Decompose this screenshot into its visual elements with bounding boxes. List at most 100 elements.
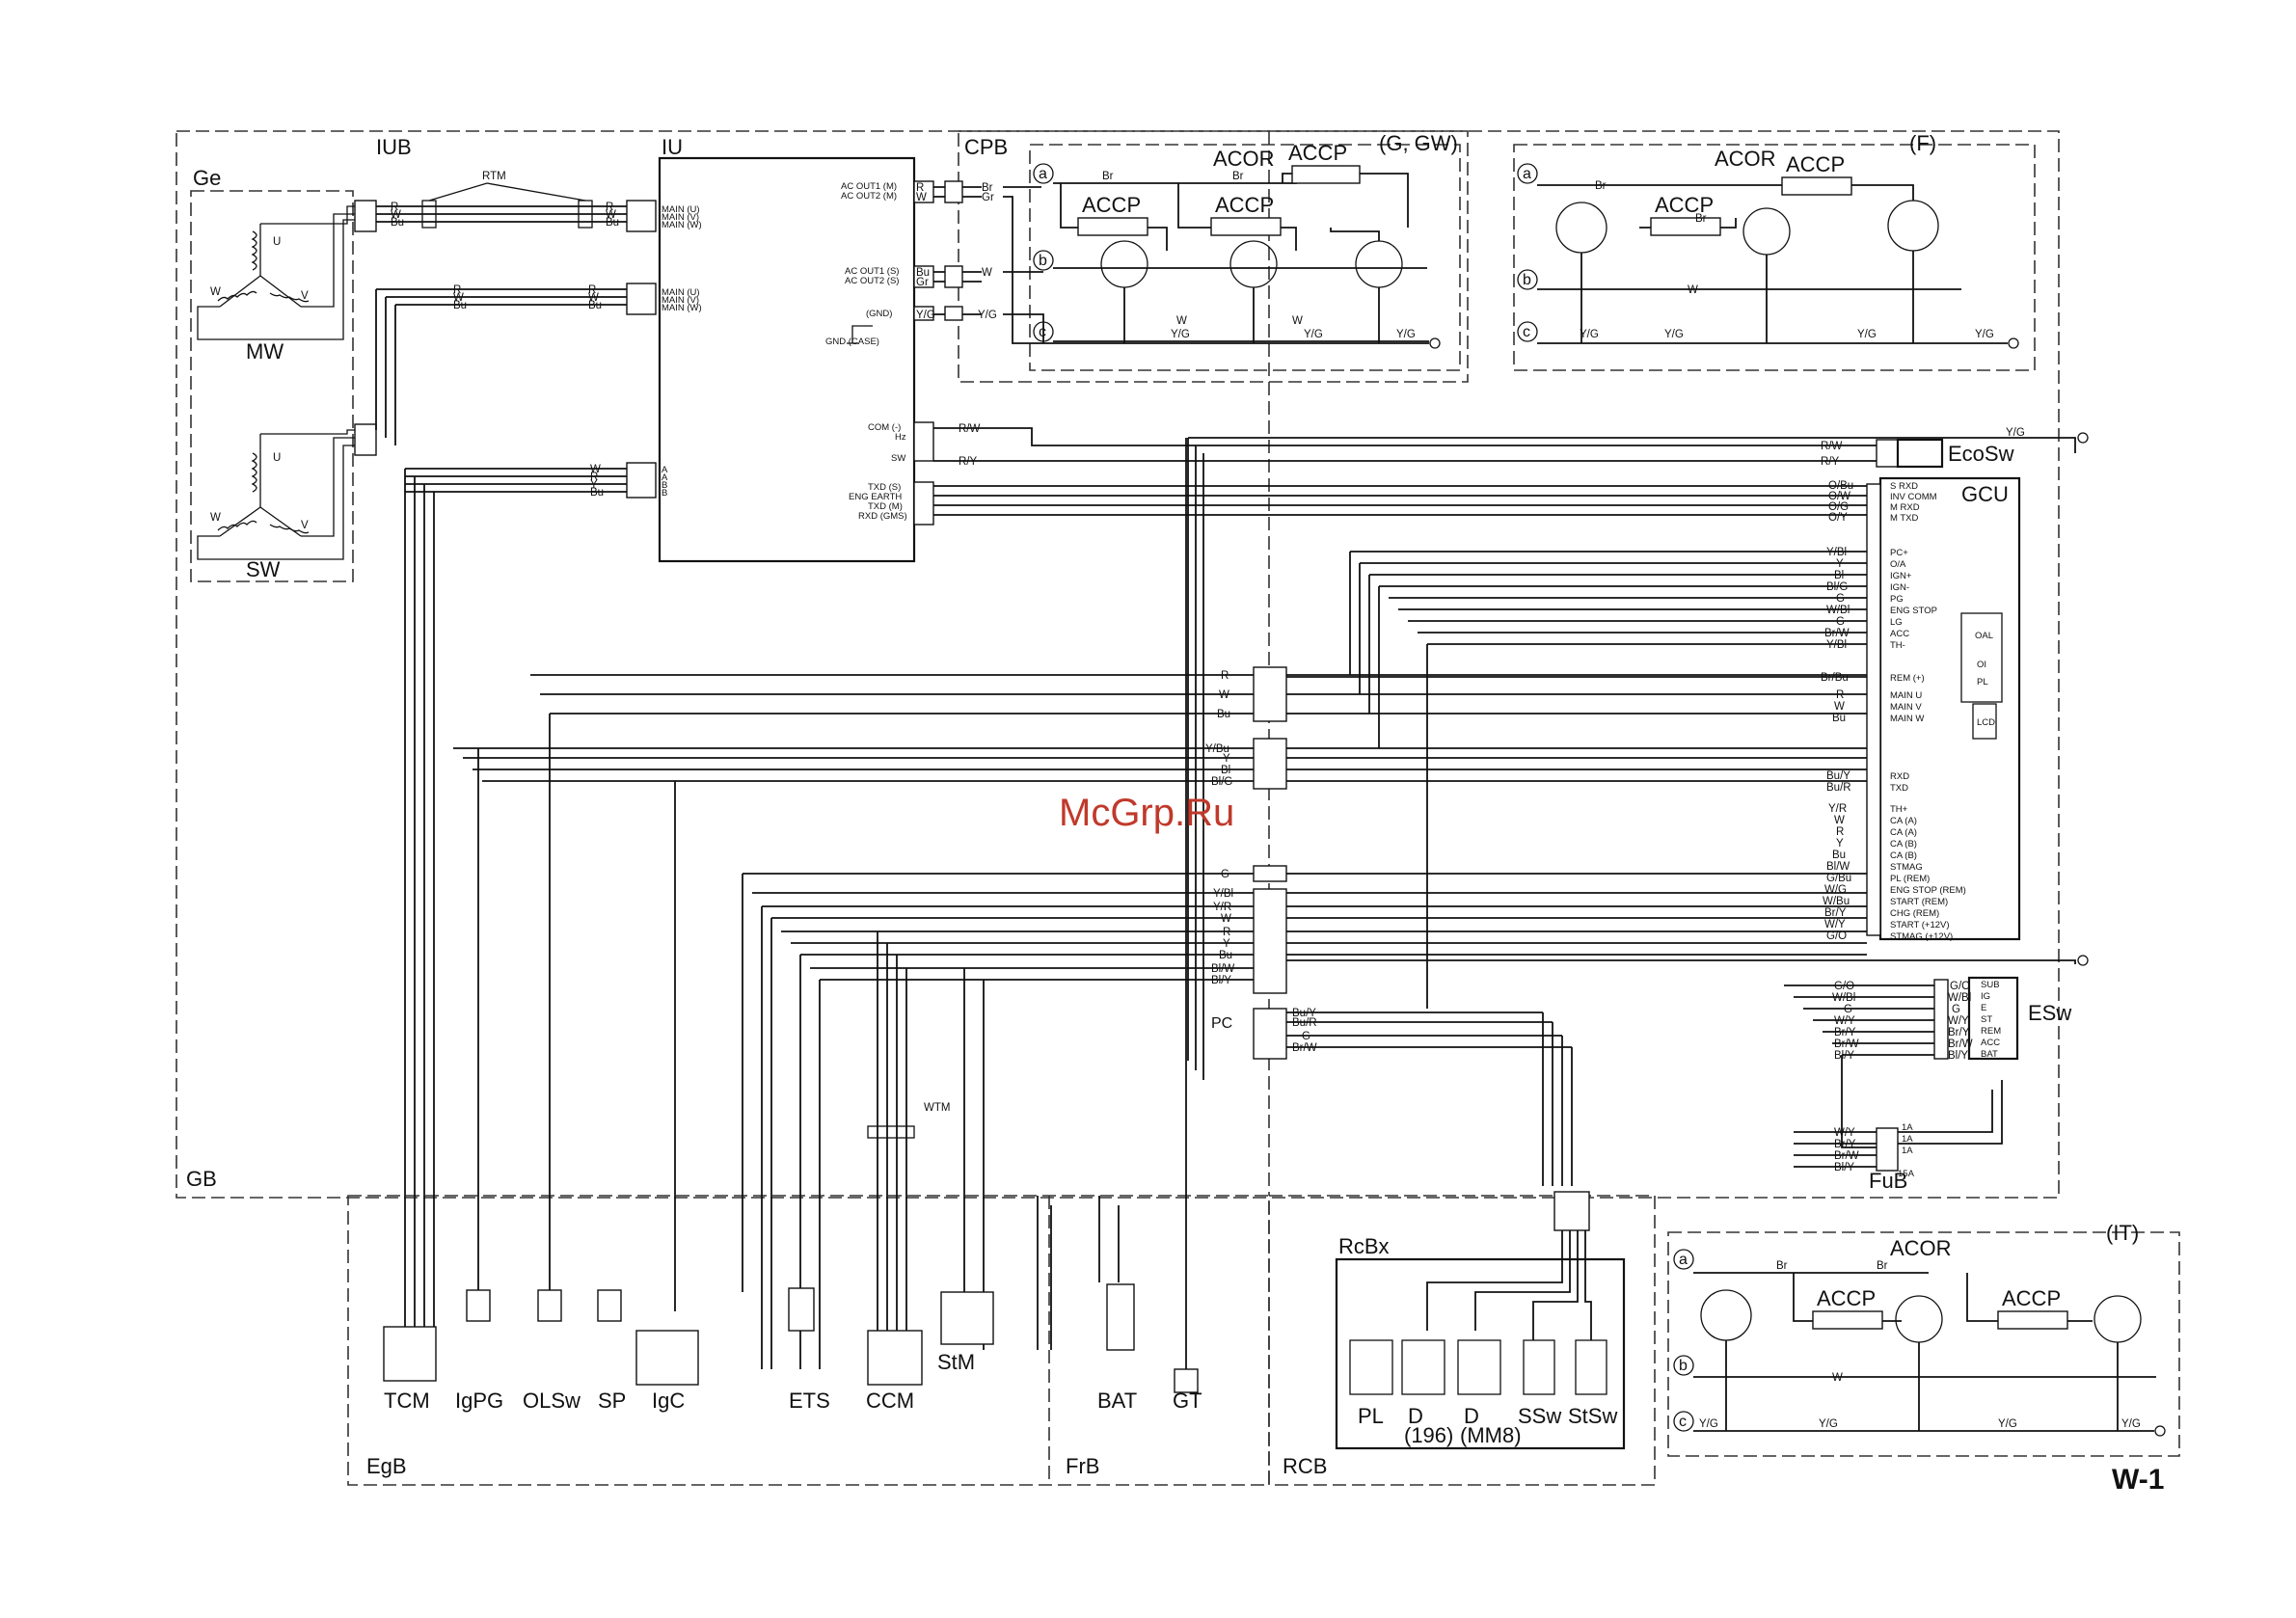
svg-text:W: W bbox=[1688, 284, 1698, 296]
svg-text:Y/G: Y/G bbox=[1819, 1418, 1838, 1430]
svg-text:G: G bbox=[1952, 1004, 1960, 1015]
gt: GT bbox=[1173, 1368, 1202, 1413]
svg-text:W: W bbox=[210, 286, 221, 298]
iu-unit: MAIN (U) MAIN (V) MAIN (W) MAIN (U) MAIN… bbox=[658, 156, 934, 563]
svg-text:TH-: TH- bbox=[1890, 640, 1905, 651]
svg-text:Y/G: Y/G bbox=[1171, 329, 1190, 340]
svg-text:ACCP: ACCP bbox=[1288, 141, 1347, 165]
svg-text:G: G bbox=[1221, 869, 1229, 880]
svg-text:Br/W: Br/W bbox=[1834, 1150, 1859, 1162]
svg-text:Bu: Bu bbox=[1832, 713, 1846, 724]
svg-text:MAIN U: MAIN U bbox=[1890, 690, 1922, 701]
ge-outline bbox=[190, 190, 354, 582]
svg-text:TCM: TCM bbox=[384, 1389, 430, 1413]
svg-text:IGN+: IGN+ bbox=[1890, 571, 1912, 581]
acor-it-variant: (IT) bbox=[2106, 1221, 2139, 1245]
ccm: CCM bbox=[866, 1330, 923, 1413]
svg-text:W: W bbox=[1834, 701, 1845, 713]
svg-text:AC OUT1 (S): AC OUT1 (S) bbox=[845, 266, 899, 277]
svg-text:D: D bbox=[1408, 1404, 1423, 1428]
svg-text:LG: LG bbox=[1890, 617, 1903, 628]
svg-text:LCD: LCD bbox=[1977, 717, 1995, 728]
tcm: TCM bbox=[383, 1326, 437, 1413]
svg-text:G/Bu: G/Bu bbox=[1826, 873, 1851, 884]
svg-text:CHG (REM): CHG (REM) bbox=[1890, 908, 1939, 919]
svg-text:Br/W: Br/W bbox=[1292, 1042, 1317, 1054]
rtm-label: RTM bbox=[482, 171, 506, 182]
svg-text:Y/G: Y/G bbox=[1998, 1418, 2017, 1430]
block-outlines bbox=[176, 130, 2180, 1486]
svg-text:START (+12V): START (+12V) bbox=[1890, 920, 1950, 930]
stm: StM bbox=[937, 1291, 994, 1374]
svg-text:CA (B): CA (B) bbox=[1890, 850, 1917, 861]
svg-text:TXD (S): TXD (S) bbox=[868, 482, 901, 493]
pc-label: PC bbox=[1211, 1015, 1232, 1032]
svg-text:Y/G: Y/G bbox=[1975, 329, 1994, 340]
svg-text:Bl/W: Bl/W bbox=[1211, 963, 1234, 975]
frb-label: FrB bbox=[1066, 1454, 1099, 1478]
svg-text:Br/W: Br/W bbox=[1948, 1038, 1973, 1050]
olsw: OLSw bbox=[523, 1289, 581, 1413]
svg-text:OLSw: OLSw bbox=[523, 1389, 581, 1413]
svg-text:W: W bbox=[1221, 913, 1231, 925]
svg-text:PL (REM): PL (REM) bbox=[1890, 874, 1930, 884]
svg-text:AC OUT2 (M): AC OUT2 (M) bbox=[841, 191, 897, 202]
svg-text:G: G bbox=[1844, 1004, 1852, 1015]
eco-switch-wiring: R/WR/Y R/WR/Y Y/G bbox=[933, 423, 2089, 469]
fuse-wire-labels: W/Y Br/Y Br/W Bl/Y bbox=[1834, 1127, 1859, 1173]
svg-text:G/O: G/O bbox=[1834, 981, 1854, 992]
svg-text:W: W bbox=[606, 209, 616, 221]
esw-unit bbox=[1784, 976, 2019, 1148]
svg-text:V: V bbox=[301, 520, 309, 531]
svg-text:Bl/Y: Bl/Y bbox=[1834, 1162, 1854, 1173]
svg-text:R: R bbox=[916, 182, 924, 194]
svg-text:Br/Y: Br/Y bbox=[1824, 907, 1847, 919]
ge-label: Ge bbox=[193, 166, 221, 190]
iu-box bbox=[658, 156, 916, 563]
svg-text:STMAG (+12V): STMAG (+12V) bbox=[1890, 931, 1953, 942]
svg-text:Bu/R: Bu/R bbox=[1826, 782, 1851, 794]
svg-text:W: W bbox=[391, 209, 401, 221]
svg-text:Br: Br bbox=[1595, 180, 1607, 192]
svg-text:Y/G: Y/G bbox=[1304, 329, 1323, 340]
svg-text:COM (-): COM (-) bbox=[868, 422, 901, 433]
rcbx-box bbox=[1335, 1257, 1626, 1450]
svg-text:R/Y: R/Y bbox=[959, 456, 978, 468]
svg-text:Bl/Y: Bl/Y bbox=[1211, 975, 1231, 986]
svg-text:TXD (M): TXD (M) bbox=[868, 501, 903, 512]
svg-text:Gr: Gr bbox=[916, 277, 929, 288]
svg-text:CCM: CCM bbox=[866, 1389, 914, 1413]
svg-text:R: R bbox=[606, 202, 613, 213]
svg-text:MAIN (U): MAIN (U) bbox=[662, 204, 700, 215]
svg-text:W: W bbox=[1292, 315, 1303, 327]
svg-text:1A: 1A bbox=[1902, 1134, 1913, 1145]
fub-label: FuB bbox=[1869, 1169, 1907, 1193]
svg-text:b: b bbox=[1523, 272, 1531, 288]
svg-text:O/G: O/G bbox=[1828, 501, 1849, 513]
svg-text:REM (+): REM (+) bbox=[1890, 673, 1925, 684]
svg-text:R/W: R/W bbox=[959, 423, 981, 435]
svg-text:Y/Bu: Y/Bu bbox=[1205, 743, 1229, 755]
svg-text:Bu: Bu bbox=[453, 300, 467, 311]
bat: BAT bbox=[1097, 1283, 1137, 1413]
svg-text:MAIN V: MAIN V bbox=[1890, 702, 1922, 713]
svg-text:O/W: O/W bbox=[1828, 491, 1850, 502]
svg-text:W: W bbox=[590, 464, 601, 475]
svg-text:TXD: TXD bbox=[1890, 783, 1908, 794]
svg-text:Br: Br bbox=[1695, 213, 1707, 225]
svg-text:PG: PG bbox=[1890, 594, 1904, 605]
svg-text:Y/R: Y/R bbox=[1213, 902, 1231, 913]
acor-f-variant: (F) bbox=[1909, 131, 1936, 155]
svg-text:Y: Y bbox=[1836, 838, 1844, 849]
svg-text:G: G bbox=[1836, 593, 1845, 605]
iub-connector-2 bbox=[354, 423, 377, 456]
svg-text:IGN-: IGN- bbox=[1890, 582, 1909, 593]
svg-text:Br/Bu: Br/Bu bbox=[1821, 672, 1849, 684]
svg-text:Bl: Bl bbox=[1834, 570, 1844, 581]
svg-text:B: B bbox=[662, 488, 667, 499]
svg-text:ACC: ACC bbox=[1890, 629, 1909, 639]
svg-text:Bu: Bu bbox=[1219, 950, 1232, 961]
